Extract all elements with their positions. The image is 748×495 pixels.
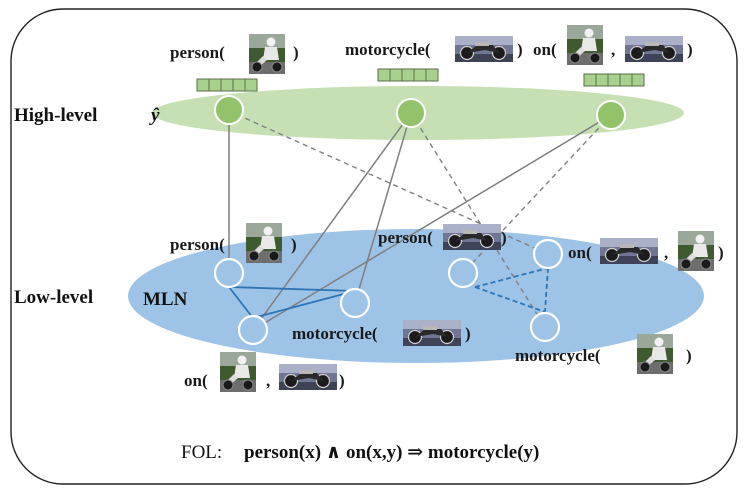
low-level-nodes (213, 238, 564, 346)
low-on-right-comma: , (664, 243, 668, 262)
mln-solid-triangle (228, 286, 356, 319)
feature-vector-person (196, 78, 258, 92)
rider-photo-icon (678, 231, 714, 271)
high-person-label: person( (170, 43, 225, 62)
low-on-bottom-label: on( (184, 371, 208, 390)
low-motorcycle-mid-label: motorcycle( (292, 324, 378, 343)
rider-photo-icon (249, 34, 285, 74)
low-motorcycle-right-label: motorcycle( (515, 346, 601, 365)
low-node-person (213, 257, 245, 289)
high-node-person (214, 95, 244, 125)
feature-vector-motorcycle (377, 68, 439, 82)
high-motorcycle-close: ) (517, 40, 523, 59)
high-level-nodes (214, 95, 626, 130)
low-person2-close: ) (501, 228, 507, 247)
feature-vector-on (583, 73, 645, 87)
rider-photo-icon (220, 352, 256, 392)
high-person-close: ) (293, 43, 299, 62)
low-level-label: Low-level (14, 287, 93, 308)
high-level-label: High-level (14, 105, 97, 126)
high-node-motorcycle (396, 98, 426, 128)
motorcycle-photo-icon (443, 224, 501, 250)
low-node-person2 (447, 257, 479, 289)
mln-dashed-triangle (474, 267, 549, 313)
low-motorcycle-right-close: ) (686, 346, 692, 365)
low-on-bottom-close: ) (339, 371, 345, 390)
low-person-close: ) (291, 235, 297, 254)
low-on-right-label: on( (568, 243, 592, 262)
low-node-motorcycle-mid (339, 287, 371, 319)
high-motorcycle-label: motorcycle( (345, 40, 431, 59)
low-person-label: person( (170, 235, 225, 254)
rider-photo-icon (567, 25, 603, 65)
motorcycle-photo-icon (600, 238, 658, 264)
solid-connections (228, 111, 612, 331)
motorcycle-photo-icon (625, 36, 683, 62)
yhat-label: ŷ (149, 105, 160, 126)
low-on-bottom-comma: , (266, 371, 270, 390)
high-node-on (596, 100, 626, 130)
high-on-label: on( (533, 40, 557, 59)
fol-prefix: FOL: (181, 442, 222, 463)
mln-label: MLN (143, 289, 188, 310)
high-on-comma: , (611, 40, 615, 59)
motorcycle-photo-icon (279, 364, 337, 390)
motorcycle-photo-icon (403, 320, 461, 346)
low-node-motorcycle-right (529, 311, 561, 343)
rider-photo-icon (637, 334, 673, 374)
fol-formula: person(x) ∧ on(x,y) ⇒ motorcycle(y) (244, 442, 539, 463)
low-node-on-bottom (237, 314, 269, 346)
low-on-right-close: ) (718, 243, 724, 262)
low-motorcycle-mid-close: ) (465, 324, 471, 343)
rider-photo-icon (246, 223, 282, 263)
high-on-close: ) (687, 40, 693, 59)
low-person2-label: person( (378, 228, 433, 247)
motorcycle-photo-icon (455, 36, 513, 62)
low-node-on-right (532, 238, 564, 270)
